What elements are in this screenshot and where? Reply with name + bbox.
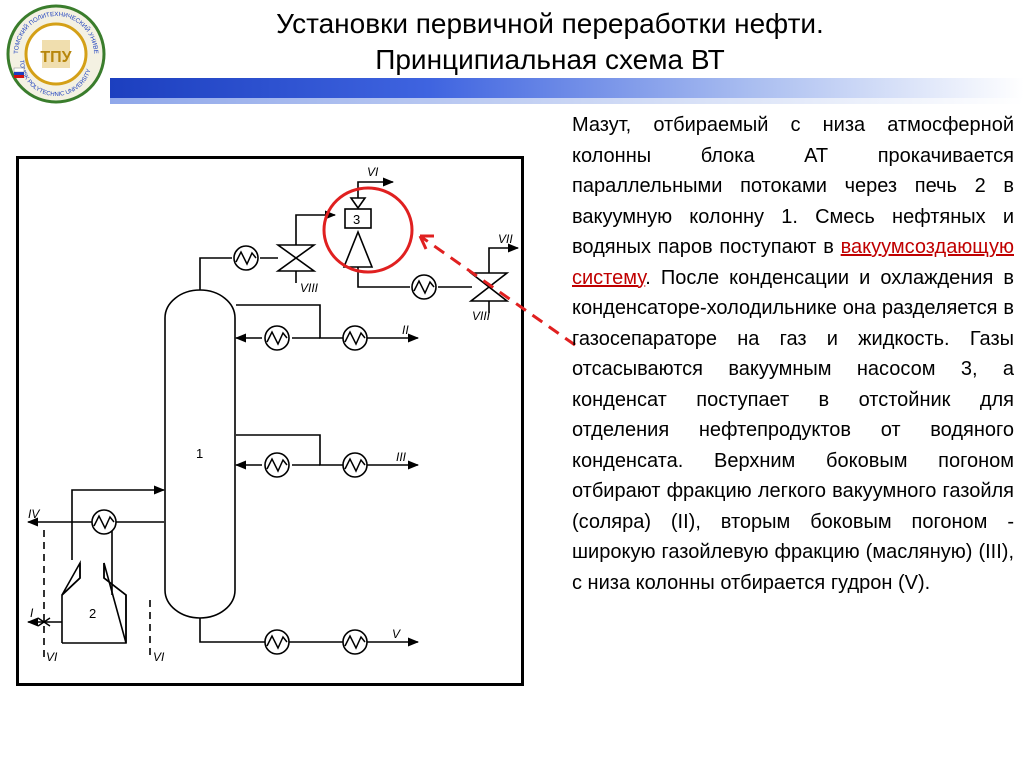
separator-1 bbox=[275, 244, 317, 272]
label-stream-iv: IV bbox=[28, 507, 40, 521]
header-stripe-shadow bbox=[110, 98, 1024, 104]
vacuum-system-link[interactable]: вакуумсоздающую систему bbox=[572, 236, 1014, 289]
heat-exchanger-vacuum bbox=[411, 274, 437, 300]
heat-exchanger-iii-a bbox=[264, 452, 290, 478]
label-stream-i: I bbox=[30, 606, 34, 620]
label-stream-ii: II bbox=[402, 323, 409, 337]
label-furnace: 2 bbox=[89, 606, 96, 621]
heat-exchanger-ii-a bbox=[264, 325, 290, 351]
heat-exchanger-v-a bbox=[264, 629, 290, 655]
label-pump: 3 bbox=[353, 212, 360, 227]
university-logo: ТОМСКИЙ ПОЛИТЕХНИЧЕСКИЙ УНИВЕРСИТЕТ TOMS… bbox=[4, 2, 106, 104]
page-title: Установки первичной переработки нефти. П… bbox=[120, 6, 980, 78]
heat-exchanger-iii-b bbox=[342, 452, 368, 478]
label-stream-vi-top: VI bbox=[367, 165, 379, 179]
title-line-2: Принципиальная схема ВТ bbox=[375, 44, 725, 75]
header-stripe bbox=[110, 78, 1024, 98]
description-part-1: Мазут, отбираемый с низа атмосферной кол… bbox=[572, 114, 1014, 258]
heat-exchanger-ii-b bbox=[342, 325, 368, 351]
description-text: Мазут, отбираемый с низа атмосферной кол… bbox=[572, 110, 1014, 598]
label-column: 1 bbox=[196, 446, 203, 461]
slide-header: ТОМСКИЙ ПОЛИТЕХНИЧЕСКИЙ УНИВЕРСИТЕТ TOMS… bbox=[0, 0, 1024, 105]
label-stream-vii: VII bbox=[498, 232, 513, 246]
heat-exchanger-v-b bbox=[342, 629, 368, 655]
heat-exchanger-feed bbox=[91, 509, 117, 535]
label-stream-viii-b: VIII bbox=[472, 309, 491, 323]
vt-process-diagram: 1 2 3 VI VII VIII VIII II III V IV I VI … bbox=[16, 156, 524, 686]
label-stream-vi-mid: VI bbox=[153, 650, 165, 664]
title-line-1: Установки первичной переработки нефти. bbox=[276, 8, 824, 39]
vacuum-column bbox=[164, 289, 236, 619]
description-part-2: . После конденсации и охлаждения в конде… bbox=[572, 266, 1014, 594]
label-stream-v: V bbox=[392, 627, 401, 641]
logo-monogram: ТПУ bbox=[40, 49, 72, 66]
heat-exchanger-overhead bbox=[233, 245, 259, 271]
label-stream-vi-left: VI bbox=[46, 650, 58, 664]
label-stream-iii: III bbox=[396, 450, 407, 464]
label-stream-viii-a: VIII bbox=[300, 281, 319, 295]
